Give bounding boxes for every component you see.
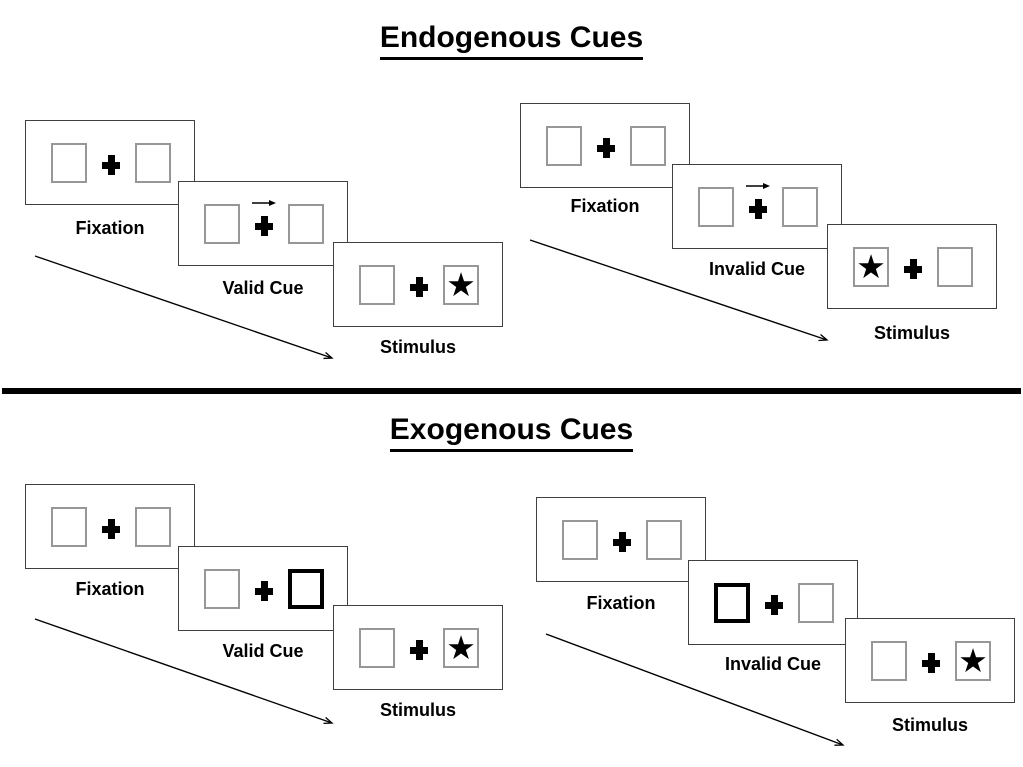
cue-arrow-icon (746, 183, 770, 189)
placeholder-box-left (51, 507, 87, 547)
fixation-panel (25, 120, 195, 205)
placeholder-box-left (51, 143, 87, 183)
fixation-cross-icon (765, 595, 783, 615)
fixation-panel (25, 484, 195, 569)
invalid-cue-panel (672, 164, 842, 249)
fixation-cross-icon (410, 277, 428, 297)
cue-highlight-box-right (288, 569, 324, 609)
panel-label: Fixation (570, 196, 640, 216)
panel-label: Fixation (75, 579, 145, 599)
timeline-arrow (34, 255, 332, 358)
placeholder-box-left (562, 520, 598, 560)
star-icon: ★ (446, 627, 476, 667)
stimulus-panel: ★ (827, 224, 997, 309)
star-icon: ★ (856, 246, 886, 286)
fixation-cross-icon (597, 138, 615, 158)
fixation-cross-icon (613, 532, 631, 552)
valid-cue-panel (178, 181, 348, 266)
fixation-cross-icon (922, 653, 940, 673)
stimulus-panel: ★ (333, 605, 503, 690)
fixation-cross-icon (102, 519, 120, 539)
fixation-panel (520, 103, 690, 188)
panel-label: Invalid Cue (724, 654, 822, 674)
fixation-cross-icon (255, 581, 273, 601)
placeholder-box-left (698, 187, 734, 227)
panel-label: Invalid Cue (708, 259, 806, 279)
fixation-cross-icon (410, 640, 428, 660)
panel-label: Stimulus (873, 323, 950, 343)
target-box-left: ★ (853, 247, 889, 287)
placeholder-box-right (798, 583, 834, 623)
fixation-cross-icon (255, 216, 273, 236)
invalid-cue-panel (688, 560, 858, 645)
timeline-arrow (34, 618, 332, 723)
panel-label: Fixation (75, 218, 145, 238)
cue-highlight-box-left (714, 583, 750, 623)
section-title-exogenous: Exogenous Cues (0, 413, 1023, 452)
placeholder-box-left (204, 569, 240, 609)
fixation-cross-icon (749, 199, 767, 219)
target-box-right: ★ (955, 641, 991, 681)
timeline-arrow (529, 239, 827, 340)
placeholder-box-right (630, 126, 666, 166)
star-icon: ★ (958, 640, 988, 680)
panel-label: Stimulus (379, 337, 456, 357)
cue-arrow-icon (252, 200, 276, 206)
section-title-endogenous: Endogenous Cues (0, 21, 1023, 60)
placeholder-box-right (782, 187, 818, 227)
fixation-cross-icon (904, 259, 922, 279)
timeline-arrow (545, 633, 843, 745)
stimulus-panel: ★ (333, 242, 503, 327)
placeholder-box-right (646, 520, 682, 560)
star-icon: ★ (446, 264, 476, 304)
target-box-right: ★ (443, 628, 479, 668)
placeholder-box-right (135, 507, 171, 547)
panel-label: Valid Cue (222, 641, 304, 661)
placeholder-box-left (204, 204, 240, 244)
target-box-right: ★ (443, 265, 479, 305)
valid-cue-panel (178, 546, 348, 631)
panel-label: Stimulus (379, 700, 456, 720)
placeholder-box-right (937, 247, 973, 287)
stimulus-panel: ★ (845, 618, 1015, 703)
fixation-panel (536, 497, 706, 582)
panel-label: Stimulus (891, 715, 968, 735)
placeholder-box-right (135, 143, 171, 183)
placeholder-box-right (288, 204, 324, 244)
placeholder-box-left (359, 265, 395, 305)
panel-label: Fixation (586, 593, 656, 613)
placeholder-box-left (871, 641, 907, 681)
placeholder-box-left (359, 628, 395, 668)
panel-label: Valid Cue (222, 278, 304, 298)
placeholder-box-left (546, 126, 582, 166)
fixation-cross-icon (102, 155, 120, 175)
section-divider (2, 388, 1021, 394)
